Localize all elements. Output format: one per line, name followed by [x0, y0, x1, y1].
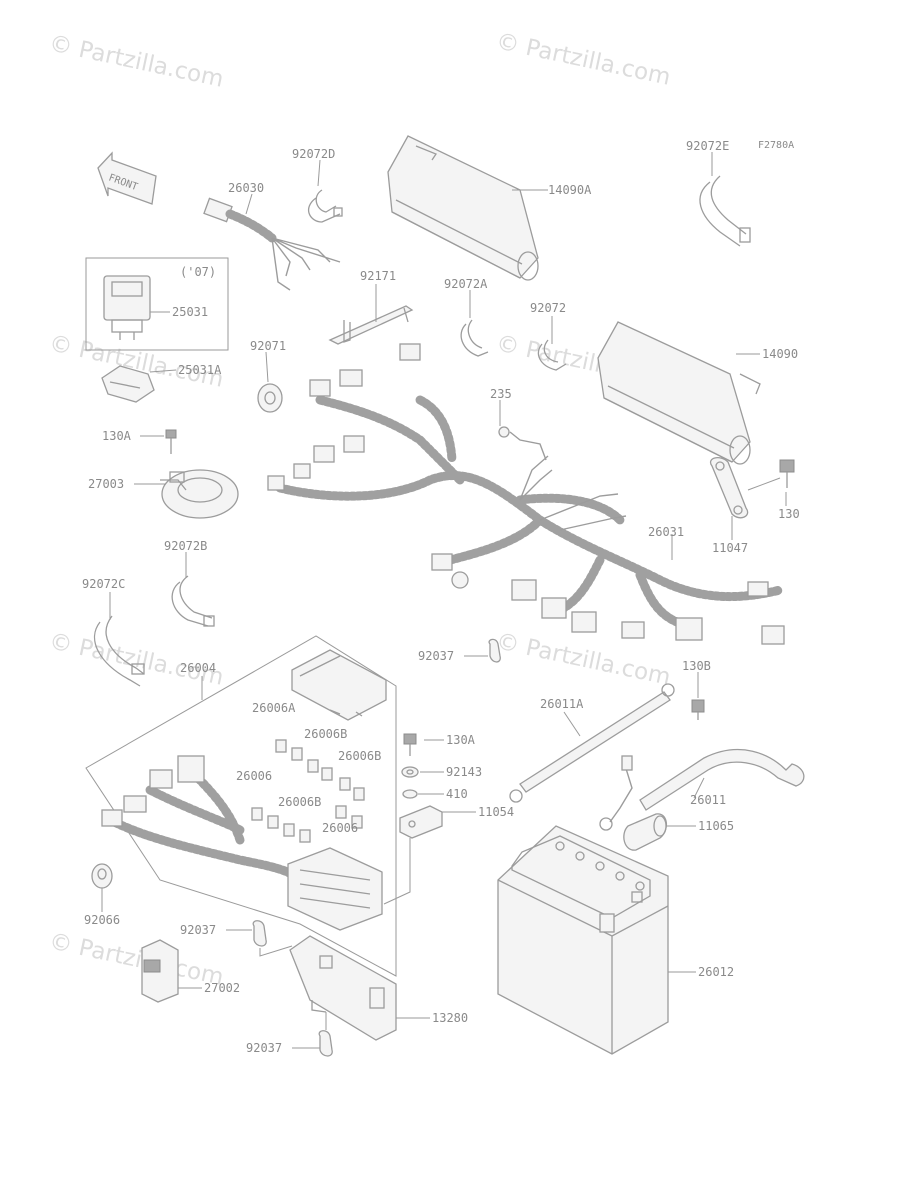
figure-code: F2780A	[758, 140, 794, 151]
horn-27003	[160, 469, 239, 519]
clip-92037-a	[488, 638, 501, 663]
part-label: 27002	[204, 981, 240, 995]
part-label: 26006	[322, 821, 358, 835]
clamp-92072	[537, 339, 567, 371]
part-label: 92037	[246, 1041, 282, 1055]
watermark: © Partzilla.com	[47, 30, 226, 92]
part-label: 26006B	[304, 727, 347, 741]
part-label: 92037	[180, 923, 216, 937]
note-07: ('07)	[180, 265, 216, 279]
part-label: 92072B	[164, 539, 207, 553]
meter-cover-14090a	[387, 135, 539, 281]
bracket-13280	[289, 935, 397, 1041]
battery-26012	[497, 825, 669, 1055]
part-label: 410	[446, 787, 468, 801]
part-label: 26011	[690, 793, 726, 807]
grommet-92066	[91, 863, 113, 889]
part-label: 235	[490, 387, 512, 401]
part-label: 26006B	[338, 749, 381, 763]
main-harness-26031	[267, 343, 785, 645]
part-label: 130A	[446, 733, 476, 747]
fuse-26006a	[275, 739, 287, 753]
part-label: 92143	[446, 765, 482, 779]
clamp-92072a	[460, 319, 489, 357]
part-label: 26006A	[252, 701, 296, 715]
part-label: 26031	[648, 525, 684, 539]
battery-lead-26011	[599, 748, 805, 831]
clamp-92072c	[93, 615, 145, 687]
hardware-stack	[383, 733, 443, 905]
fuse-box-harness-26004	[85, 635, 397, 977]
part-label: 11065	[698, 819, 734, 833]
clamp-92072d	[307, 189, 343, 223]
bolt-130b	[691, 699, 705, 720]
part-label: 14090A	[548, 183, 592, 197]
meter-cover-14090	[597, 321, 761, 465]
battery-lead-26011a	[509, 683, 675, 803]
fuse-holder-11065	[623, 813, 667, 851]
clamp-92072e	[699, 175, 751, 247]
part-label: 92072C	[82, 577, 125, 591]
part-label: 25031	[172, 305, 208, 319]
part-label: 130B	[682, 659, 711, 673]
watermark: © Partzilla.com	[494, 628, 673, 690]
part-label: 26006B	[278, 795, 321, 809]
part-label: 11054	[478, 805, 514, 819]
part-label: 92171	[360, 269, 396, 283]
part-label: 26030	[228, 181, 264, 195]
part-label: 26004	[180, 661, 216, 675]
detail-box-07	[85, 257, 229, 351]
part-label: 26012	[698, 965, 734, 979]
part-label: 92072D	[292, 147, 335, 161]
watermark: © Partzilla.com	[47, 628, 226, 690]
clip-92037-b	[252, 920, 293, 957]
bolt-130	[779, 459, 795, 488]
watermark: © Partzilla.com	[47, 928, 226, 990]
switch-25031	[103, 275, 151, 340]
front-arrow-icon: FRONT	[97, 151, 157, 205]
part-label: 11047	[712, 541, 748, 555]
part-label: 92072	[530, 301, 566, 315]
part-label: 130A	[102, 429, 132, 443]
bolt-130a-top	[165, 429, 177, 454]
part-label: 14090	[762, 347, 798, 361]
relay-27002	[141, 939, 179, 1003]
bracket-11047	[709, 456, 749, 519]
part-label: 92072A	[444, 277, 488, 291]
part-label: 13280	[432, 1011, 468, 1025]
switch-25031a	[101, 365, 155, 403]
watermark: © Partzilla.com	[494, 28, 673, 90]
bracket-92171	[328, 305, 414, 345]
part-label: 92066	[84, 913, 120, 927]
part-label: 92071	[250, 339, 286, 353]
clamp-92072b	[171, 575, 215, 627]
part-label: 92037	[418, 649, 454, 663]
clip-92037-c	[318, 1012, 333, 1057]
part-label: 26011A	[540, 697, 584, 711]
part-label: 26006	[236, 769, 272, 783]
part-labels: 26030 92072D 14090A 92072E 25031 25031A …	[82, 139, 800, 1055]
bolt-235	[498, 426, 547, 461]
sub-harness-26030	[203, 197, 341, 291]
part-label: 130	[778, 507, 800, 521]
leader-lines	[101, 152, 787, 1049]
part-label: 25031A	[178, 363, 222, 377]
part-label: 27003	[88, 477, 124, 491]
grommet-92071	[257, 383, 283, 413]
fuse-set	[251, 739, 365, 843]
part-label: 92072E	[686, 139, 729, 153]
bracket-11054	[399, 805, 443, 839]
